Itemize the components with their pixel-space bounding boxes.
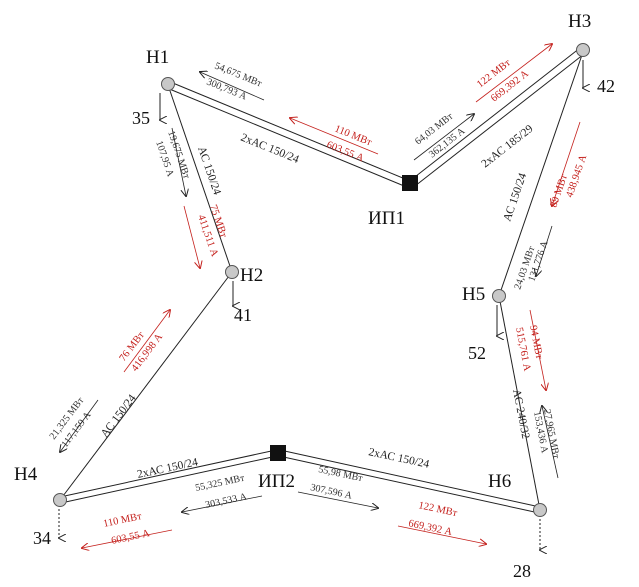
- source-ip2-icon[interactable]: [270, 445, 286, 461]
- flow-h3-h5-red-a: 438,945 А: [564, 153, 589, 199]
- line-ip2-h6: [278, 449, 541, 514]
- source-ip1-icon[interactable]: [402, 175, 418, 191]
- line-h1-h2: [167, 84, 233, 273]
- flow-h4-arrow: [60, 399, 99, 452]
- flow-h2-h4-red-arrow: [123, 310, 170, 373]
- flow-ip2-h4-a: 303,533 А: [204, 491, 248, 511]
- flow-ip2-h4-arrow: [182, 495, 263, 512]
- line-label-h2-h4: АС 150/24: [99, 392, 139, 440]
- flow-h1-top-arrow: [200, 72, 265, 101]
- line-label-ip1-h1: 2хАС 150/24: [239, 132, 301, 166]
- flow-h1-h2-red-arrow: [183, 205, 200, 268]
- load-h1-value: 35: [132, 108, 150, 128]
- line-h2-h4: [59, 271, 233, 501]
- line-h5-h6: [498, 295, 541, 511]
- node-h5-label: Н5: [462, 284, 485, 305]
- line-label-ip2-h6: 2хАС 150/24: [367, 446, 430, 471]
- node-h3-label: Н3: [568, 11, 591, 32]
- node-h2-label: Н2: [240, 265, 263, 286]
- flow-h1-h2-arrow: [171, 127, 186, 196]
- flow-ip2-h4-red-mw: 110 МВт: [102, 511, 143, 530]
- flow-ip1-h3-red-arrow: [475, 44, 552, 103]
- node-h1-icon[interactable]: [161, 77, 175, 91]
- flow-ip2-h6-red-arrow: [397, 525, 486, 544]
- load-h4-value: 34: [33, 528, 51, 548]
- line-h3-h5: [498, 51, 584, 297]
- flow-ip2-h4-mw: 55,325 МВт: [194, 473, 246, 494]
- load-h6-value: 28: [513, 561, 531, 581]
- node-h6-icon[interactable]: [533, 503, 547, 517]
- source-ip1-label: ИП1: [368, 208, 405, 229]
- node-h4-label: Н4: [14, 464, 38, 485]
- line-label-ip2-h4: 2хАС 150/24: [136, 456, 199, 481]
- source-ip2-label: ИП2: [258, 471, 295, 492]
- node-h1-label: Н1: [146, 47, 169, 68]
- flow-ip1-h3-arrow: [413, 114, 474, 161]
- line-label-h5-h6: АС 240/32: [510, 388, 531, 440]
- flow-h6-arrow: [542, 406, 559, 479]
- node-h6-label: Н6: [488, 471, 511, 492]
- node-h4-icon[interactable]: [53, 493, 67, 507]
- flow-h3-h5-arrow: [536, 225, 553, 276]
- flow-ip2-h6-red-mw: 122 МВт: [417, 500, 458, 519]
- flow-ip2-h4-red-a: 603,55 А: [110, 528, 151, 547]
- flow-ip2-h6-red-a: 669,392 А: [407, 518, 453, 538]
- flow-ip1-h1-red-arrow: [290, 118, 379, 155]
- node-h2-icon[interactable]: [225, 265, 239, 279]
- flow-h3-h5-red-arrow: [552, 121, 581, 206]
- line-label-h1-h2: АС 150/24: [195, 145, 223, 197]
- line-label-ip1-h3: 2хАС 185/29: [479, 123, 535, 171]
- load-h3-value: 42: [597, 76, 615, 96]
- load-h2-value: 41: [234, 305, 252, 325]
- flow-h5-h6-red-arrow: [529, 309, 546, 390]
- line-ip2-h4: [59, 449, 278, 504]
- line-ip1-h3: [410, 47, 585, 187]
- node-h3-icon[interactable]: [576, 43, 590, 57]
- flow-ip2-h4-red-arrow: [82, 529, 173, 548]
- flow-ip2-h6-arrow: [297, 491, 378, 508]
- node-h5-icon[interactable]: [492, 289, 506, 303]
- line-ip1-h1: [166, 80, 411, 189]
- load-h5-value: 52: [468, 343, 486, 363]
- line-label-h3-h5: АС 150/24: [501, 171, 529, 223]
